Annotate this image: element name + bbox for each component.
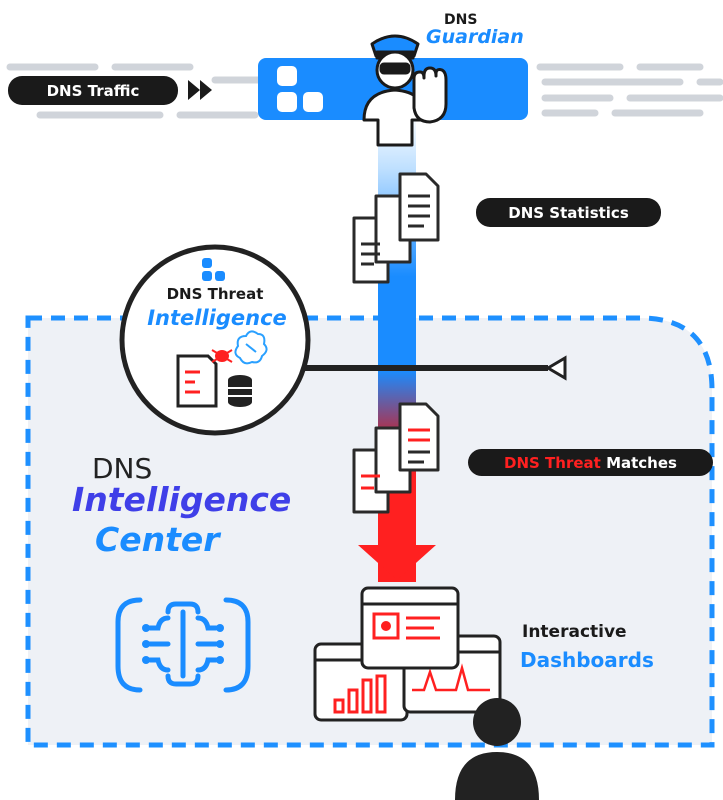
dashboards-title: Dashboards (520, 648, 654, 672)
dashboard-window-main (360, 586, 460, 670)
guardian-prefix: DNS (444, 12, 478, 28)
database-icon (228, 375, 252, 407)
intel-center-title: Intelligence (72, 480, 292, 519)
threat-intel-subtitle: Intelligence (147, 306, 287, 330)
threat-matches-badge: DNS Threat Matches (468, 449, 713, 476)
guardian-logo-icon (277, 66, 323, 112)
user-icon (455, 698, 539, 800)
threat-doc-grey-lines (408, 450, 430, 464)
traffic-arrows-icon (188, 80, 212, 100)
statistics-doc-lines (361, 194, 430, 266)
threat-doc-lines (361, 428, 430, 490)
threat-intel-title: DNS Threat (166, 285, 264, 303)
threat-matches-white: Matches (600, 453, 677, 472)
statistics-documents-icon (352, 172, 440, 284)
threat-intel-circle (119, 244, 311, 436)
intel-center-subtitle: Center (95, 520, 220, 559)
ai-brain-nodes (142, 624, 224, 664)
threat-intel-logo-icon (202, 258, 225, 281)
dashboards-prefix: Interactive (522, 622, 627, 642)
dns-traffic-badge: DNS Traffic (8, 76, 178, 105)
threat-intel-document-icon (176, 354, 218, 408)
intel-center-prefix: DNS (92, 452, 153, 485)
dns-statistics-label: DNS Statistics (508, 203, 629, 222)
ai-brain-icon (115, 597, 251, 693)
guardian-title: DNS (444, 12, 477, 28)
threat-matches-red: DNS Threat (504, 453, 601, 472)
guardian-figure-icon (362, 34, 448, 147)
pipe-arrow-head (358, 545, 436, 580)
dns-traffic-label: DNS Traffic (46, 81, 140, 100)
brain-circuit-icon (234, 330, 268, 365)
dns-statistics-badge: DNS Statistics (476, 198, 661, 227)
guardian-name: Guardian (426, 26, 524, 48)
threat-feed-arrow-icon (545, 355, 567, 381)
bug-icon (211, 349, 233, 363)
traffic-dashes (6, 63, 723, 119)
